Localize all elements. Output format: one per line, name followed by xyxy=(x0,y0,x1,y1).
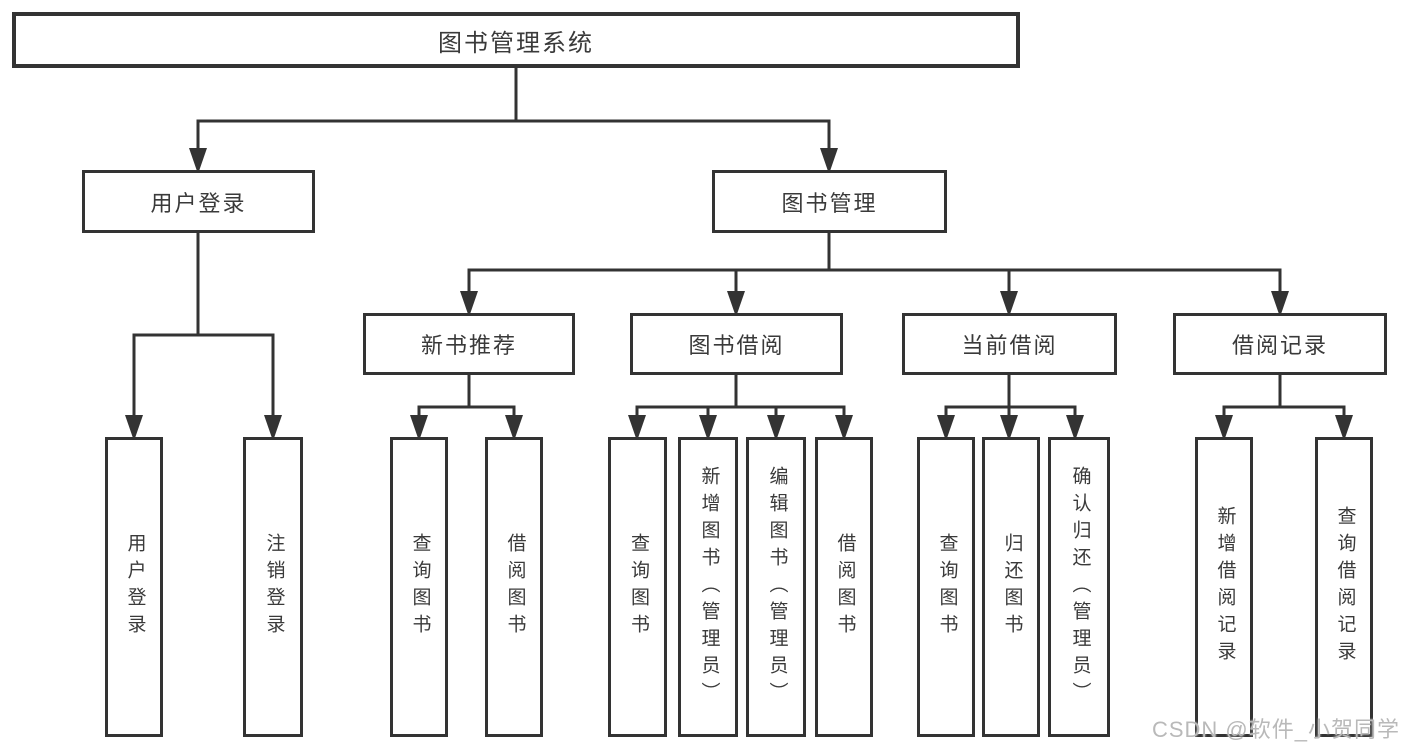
node-book-management: 图书管理 xyxy=(712,170,947,233)
leaf-borrow-books-recommend: 借阅图书 xyxy=(485,437,543,737)
leaf-label: 借阅图书 xyxy=(834,533,856,641)
leaf-label: 查询图书 xyxy=(627,533,649,641)
leaf-label: 新增图书（管理员） xyxy=(698,465,720,709)
leaf-query-books-recommend: 查询图书 xyxy=(390,437,448,737)
node-current-borrow: 当前借阅 xyxy=(902,313,1117,375)
node-book-borrow: 图书借阅 xyxy=(630,313,843,375)
leaf-label: 新增借阅记录 xyxy=(1214,506,1236,668)
node-label: 图书管理系统 xyxy=(438,29,594,57)
leaf-label: 归还图书 xyxy=(1001,533,1023,641)
connector-user-login-children xyxy=(125,233,282,441)
leaf-query-books-current: 查询图书 xyxy=(917,437,975,737)
node-label: 当前借阅 xyxy=(961,333,1058,358)
node-borrow-record: 借阅记录 xyxy=(1173,313,1387,375)
connector-borrow-record-children xyxy=(1215,375,1353,441)
connector-current-borrow-children xyxy=(937,375,1084,441)
node-label: 借阅记录 xyxy=(1231,333,1328,358)
leaf-label: 查询借阅记录 xyxy=(1334,506,1356,668)
leaf-add-book-admin: 新增图书（管理员） xyxy=(678,437,738,737)
leaf-label: 用户登录 xyxy=(124,533,146,641)
leaf-add-borrow-record: 新增借阅记录 xyxy=(1195,437,1253,737)
leaf-label: 注销登录 xyxy=(263,533,285,641)
node-label: 用户登录 xyxy=(150,190,247,216)
csdn-watermark: CSDN @软件_小贺同学 xyxy=(1151,717,1400,742)
node-label: 图书借阅 xyxy=(688,333,785,358)
leaf-label: 查询图书 xyxy=(936,533,958,641)
leaf-edit-book-admin: 编辑图书（管理员） xyxy=(746,437,806,737)
leaf-query-books-borrow: 查询图书 xyxy=(608,437,667,737)
leaf-user-login: 用户登录 xyxy=(105,437,163,737)
node-user-login: 用户登录 xyxy=(82,170,315,233)
node-label: 图书管理 xyxy=(781,190,878,216)
connector-book-borrow-children xyxy=(628,375,853,441)
leaf-label: 确认归还（管理员） xyxy=(1069,465,1091,709)
node-new-book-recommend: 新书推荐 xyxy=(363,313,575,375)
leaf-label: 编辑图书（管理员） xyxy=(766,465,788,709)
leaf-logout: 注销登录 xyxy=(243,437,303,737)
leaf-confirm-return-admin: 确认归还（管理员） xyxy=(1048,437,1110,737)
connector-new-book-children xyxy=(410,375,523,441)
node-library-system: 图书管理系统 xyxy=(12,12,1020,68)
leaf-return-book: 归还图书 xyxy=(982,437,1040,737)
connector-book-management-children xyxy=(460,233,1289,317)
connector-root-to-level2 xyxy=(189,67,838,174)
leaf-label: 借阅图书 xyxy=(504,533,526,641)
node-label: 新书推荐 xyxy=(420,333,517,358)
leaf-label: 查询图书 xyxy=(409,533,431,641)
leaf-query-borrow-record: 查询借阅记录 xyxy=(1315,437,1373,737)
leaf-borrow-books: 借阅图书 xyxy=(815,437,873,737)
